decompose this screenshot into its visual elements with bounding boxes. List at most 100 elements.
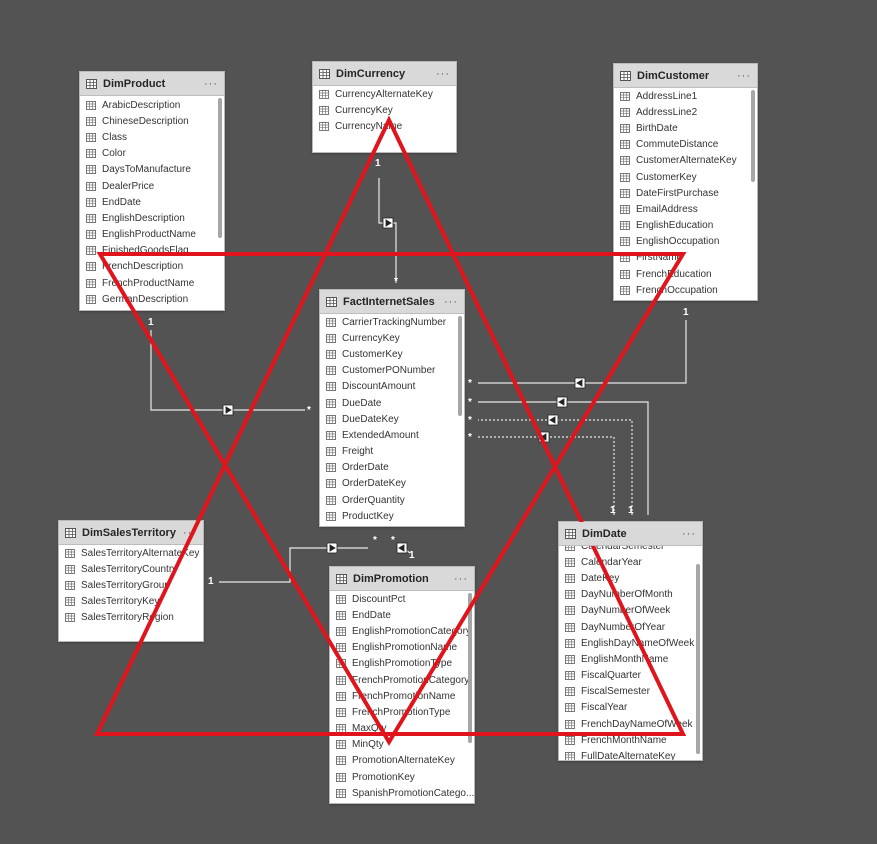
field-row[interactable]: CurrencyKey <box>313 102 456 118</box>
field-row[interactable]: FrenchProductName <box>80 275 224 291</box>
vertical-scrollbar[interactable] <box>458 316 462 416</box>
field-label: SalesTerritoryCountry <box>81 563 178 575</box>
field-row[interactable]: FrenchMonthName <box>559 732 702 748</box>
field-row[interactable]: FullDateAlternateKey <box>559 748 702 760</box>
field-row[interactable]: DayNumberOfMonth <box>559 587 702 603</box>
table-header[interactable]: DimProduct ··· <box>80 72 224 96</box>
field-row[interactable]: EndDate <box>80 194 224 210</box>
field-row[interactable]: PromotionAlternateKey <box>330 753 474 769</box>
field-row[interactable]: DueDate <box>320 395 464 411</box>
field-row[interactable]: OrderQuantity <box>320 492 464 508</box>
field-row[interactable]: EmailAddress <box>614 201 757 217</box>
more-options-icon[interactable]: ··· <box>454 572 468 585</box>
field-row[interactable]: DateKey <box>559 570 702 586</box>
field-row[interactable]: EndDate <box>330 607 474 623</box>
field-row[interactable]: DateFirstPurchase <box>614 185 757 201</box>
field-row[interactable]: DealerPrice <box>80 178 224 194</box>
field-row[interactable]: OrderDate <box>320 460 464 476</box>
field-row[interactable]: Color <box>80 146 224 162</box>
field-row[interactable]: CustomerAlternateKey <box>614 153 757 169</box>
field-row[interactable]: FrenchPromotionCategory <box>330 672 474 688</box>
field-row[interactable]: Class <box>80 129 224 145</box>
field-row[interactable]: EnglishPromotionName <box>330 640 474 656</box>
field-row[interactable]: Freight <box>320 444 464 460</box>
field-row[interactable]: FiscalSemester <box>559 684 702 700</box>
field-row[interactable]: FrenchDescription <box>80 259 224 275</box>
field-row[interactable]: CalendarYear <box>559 554 702 570</box>
table-card-factinternetsales[interactable]: FactInternetSales ··· CarrierTrackingNum… <box>319 289 465 527</box>
more-options-icon[interactable]: ··· <box>444 295 458 308</box>
field-row[interactable]: SalesTerritoryRegion <box>59 610 203 626</box>
more-options-icon[interactable]: ··· <box>204 77 218 90</box>
table-header[interactable]: DimDate ··· <box>559 522 702 546</box>
table-header[interactable]: FactInternetSales ··· <box>320 290 464 314</box>
field-row[interactable]: FrenchPromotionType <box>330 704 474 720</box>
field-row[interactable]: SalesTerritoryGroup <box>59 577 203 593</box>
field-row[interactable]: FrenchEducation <box>614 266 757 282</box>
field-row[interactable]: ExtendedAmount <box>320 427 464 443</box>
field-row[interactable]: OrderDateKey <box>320 476 464 492</box>
field-row[interactable]: CustomerKey <box>320 346 464 362</box>
field-row[interactable]: MinQty <box>330 737 474 753</box>
field-row[interactable]: DayNumberOfYear <box>559 619 702 635</box>
field-row[interactable]: EnglishPromotionCategory <box>330 623 474 639</box>
field-row[interactable]: GermanDescription <box>80 291 224 307</box>
field-row[interactable]: DiscountAmount <box>320 379 464 395</box>
field-row[interactable]: CustomerKey <box>614 169 757 185</box>
field-row[interactable]: FrenchPromotionName <box>330 688 474 704</box>
more-options-icon[interactable]: ··· <box>682 527 696 540</box>
field-row[interactable]: AddressLine2 <box>614 104 757 120</box>
field-row[interactable]: EnglishOccupation <box>614 234 757 250</box>
field-row[interactable]: FiscalYear <box>559 700 702 716</box>
field-row[interactable]: CustomerPONumber <box>320 363 464 379</box>
field-row[interactable]: ArabicDescription <box>80 97 224 113</box>
field-row[interactable]: CurrencyKey <box>320 330 464 346</box>
vertical-scrollbar[interactable] <box>751 90 755 182</box>
more-options-icon[interactable]: ··· <box>737 69 751 82</box>
field-row[interactable]: EnglishEducation <box>614 218 757 234</box>
field-row[interactable]: CommuteDistance <box>614 137 757 153</box>
table-header[interactable]: DimCurrency ··· <box>313 62 456 86</box>
field-row[interactable]: EnglishDescription <box>80 210 224 226</box>
field-row[interactable]: FirstName <box>614 250 757 266</box>
more-options-icon[interactable]: ··· <box>436 67 450 80</box>
field-row[interactable]: FrenchOccupation <box>614 282 757 298</box>
field-row[interactable]: FrenchDayNameOfWeek <box>559 716 702 732</box>
field-row[interactable]: CarrierTrackingNumber <box>320 314 464 330</box>
field-row[interactable]: PromotionKey <box>330 769 474 785</box>
column-icon <box>65 597 75 607</box>
vertical-scrollbar[interactable] <box>696 564 700 754</box>
field-row[interactable]: DiscountPct <box>330 591 474 607</box>
field-row[interactable]: EnglishProductName <box>80 227 224 243</box>
field-row[interactable]: AddressLine1 <box>614 88 757 104</box>
field-row[interactable]: BirthDate <box>614 120 757 136</box>
table-header[interactable]: DimPromotion ··· <box>330 567 474 591</box>
field-row[interactable]: EnglishMonthName <box>559 651 702 667</box>
field-row[interactable]: FinishedGoodsFlag <box>80 243 224 259</box>
field-row[interactable]: ChineseDescription <box>80 113 224 129</box>
vertical-scrollbar[interactable] <box>218 98 222 238</box>
field-row[interactable]: SalesTerritoryAlternateKey <box>59 545 203 561</box>
field-row[interactable]: CurrencyAlternateKey <box>313 86 456 102</box>
table-card-dimsalesterritory[interactable]: DimSalesTerritory ··· SalesTerritoryAlte… <box>58 520 204 642</box>
field-row[interactable]: FiscalQuarter <box>559 668 702 684</box>
field-row[interactable]: SalesTerritoryCountry <box>59 561 203 577</box>
field-row[interactable]: DaysToManufacture <box>80 162 224 178</box>
field-row[interactable]: DueDateKey <box>320 411 464 427</box>
table-header[interactable]: DimCustomer ··· <box>614 64 757 88</box>
field-row[interactable]: SalesTerritoryKey <box>59 594 203 610</box>
field-row[interactable]: ProductKey <box>320 508 464 524</box>
table-header[interactable]: DimSalesTerritory ··· <box>59 521 203 545</box>
vertical-scrollbar[interactable] <box>468 593 472 743</box>
field-row[interactable]: CurrencyName <box>313 118 456 134</box>
field-row[interactable]: SpanishPromotionCatego... <box>330 785 474 801</box>
